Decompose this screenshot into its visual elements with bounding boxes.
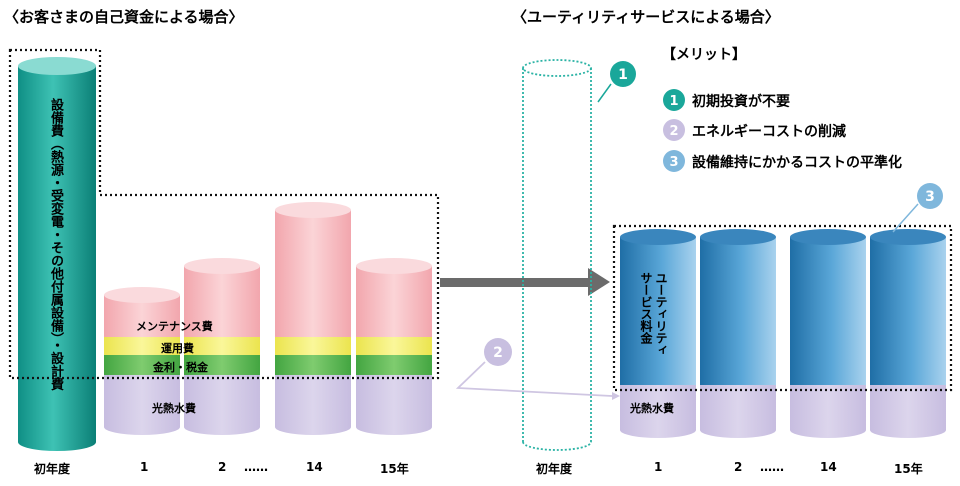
marker-1-circle xyxy=(610,61,636,87)
service-cylinder-year-14 xyxy=(790,229,866,438)
right-xlabel-14: 14 xyxy=(820,460,837,474)
merit-1-number: 1 xyxy=(669,94,678,109)
transition-arrow xyxy=(440,268,610,296)
right-xlabel-initial: 初年度 xyxy=(536,462,573,476)
cylinder-year-15 xyxy=(356,258,432,435)
left-xlabel-14: 14 xyxy=(306,460,323,474)
right-xlabel-2: 2 xyxy=(734,460,743,474)
right-utility-label: 光熱水費 xyxy=(630,402,674,415)
merit-3-circle xyxy=(663,150,685,172)
service-cylinder-year-15 xyxy=(870,229,946,438)
service-fee-label: ユーティリティサービス料金 xyxy=(639,272,668,356)
cylinder-year-1 xyxy=(104,287,180,435)
left-xlabel-2: 2 xyxy=(218,460,227,474)
merit-item-1: 初期投資が不要 xyxy=(692,94,790,110)
merit-2-circle xyxy=(663,119,685,141)
right-service-outline xyxy=(612,224,953,392)
marker-1-connector xyxy=(597,83,612,103)
right-title: 〈ユーティリティサービスによる場合〉 xyxy=(512,8,780,26)
marker-2-number: 2 xyxy=(493,345,503,361)
equipment-label: 設備費（熱源・受変電・その他付属設備）・設計費 xyxy=(48,98,63,391)
service-cylinder-year-1 xyxy=(620,229,696,438)
left-xlabel-1: 1 xyxy=(140,460,149,474)
merit-1-circle xyxy=(663,89,685,111)
right-xlabel-1: 1 xyxy=(654,460,663,474)
merit-2-number: 2 xyxy=(669,124,678,139)
left-cost-outline xyxy=(8,48,440,380)
equipment-cylinder xyxy=(18,57,96,451)
marker-3-circle xyxy=(917,183,943,209)
marker-2-circle xyxy=(484,338,512,366)
maintenance-label: メンテナンス費 xyxy=(136,320,213,333)
marker-2-connector xyxy=(455,361,613,397)
marker-1-number: 1 xyxy=(618,67,628,83)
left-xlabel-initial: 初年度 xyxy=(34,462,71,476)
right-xlabel-15: 15年 xyxy=(894,462,923,476)
marker-3-connector xyxy=(892,203,919,233)
left-utility-label: 光熱水費 xyxy=(152,402,196,415)
cylinder-year-2 xyxy=(184,258,260,435)
cylinder-year-14 xyxy=(275,202,351,435)
merit-3-number: 3 xyxy=(669,155,678,170)
tax-label: 金利・税金 xyxy=(153,361,208,374)
merit-item-2: エネルギーコストの削減 xyxy=(692,124,846,140)
service-cylinder-year-2 xyxy=(700,229,776,438)
left-xlabel-15: 15年 xyxy=(380,462,409,476)
left-title: 〈お客さまの自己資金による場合〉 xyxy=(4,8,244,26)
left-xlabel-ellipsis: …… xyxy=(244,460,268,474)
operation-label: 運用費 xyxy=(161,342,194,355)
marker-3-number: 3 xyxy=(925,189,935,205)
right-xlabel-ellipsis: …… xyxy=(760,460,784,474)
initial-year-empty-cylinder xyxy=(522,59,592,451)
merit-item-3: 設備維持にかかるコストの平準化 xyxy=(692,155,902,171)
merit-heading: 【メリット】 xyxy=(662,47,746,63)
